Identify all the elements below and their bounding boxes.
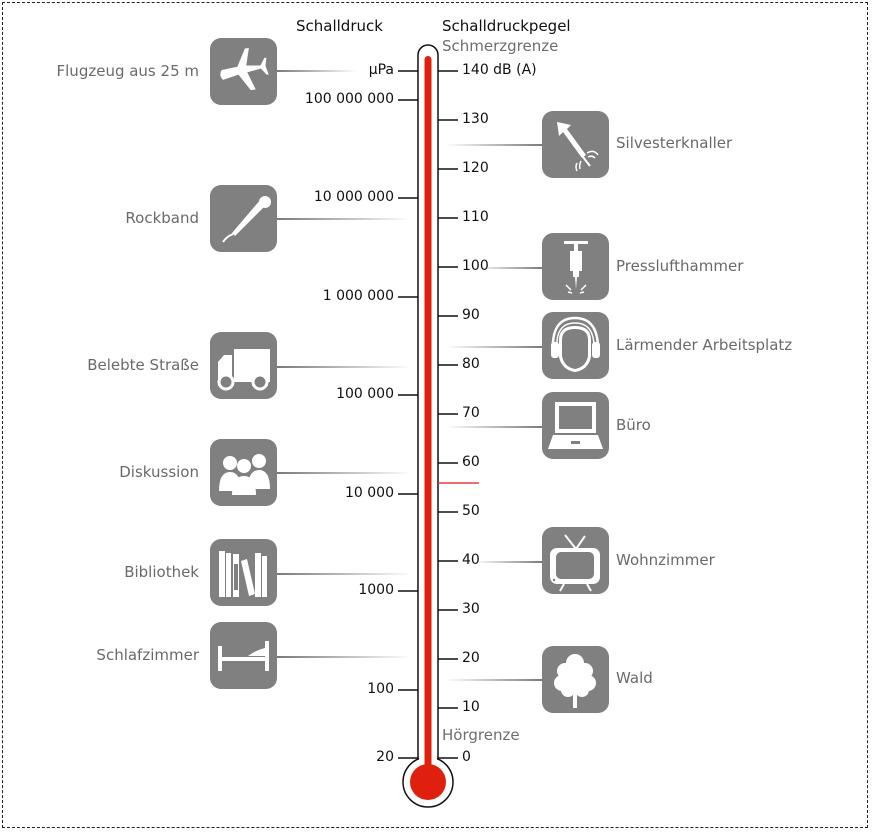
- connector: [445, 426, 542, 428]
- level-tick: 140 dB (A): [462, 62, 537, 78]
- pressure-tick: 10 000 000: [313, 189, 394, 205]
- level-tick: 80: [462, 356, 480, 372]
- pressure-tick: 1000: [358, 582, 394, 598]
- hearing-threshold-label: Hörgrenze: [442, 726, 520, 744]
- level-tick: 20: [462, 650, 480, 666]
- pressure-tick: 100 000: [336, 386, 394, 402]
- level-tick: 90: [462, 307, 480, 323]
- bed-icon: [210, 622, 277, 689]
- level-tick: 0: [462, 749, 471, 765]
- level-tick: 70: [462, 405, 480, 421]
- level-tick: 120: [462, 160, 489, 176]
- item-label-discussion: Diskussion: [119, 463, 199, 481]
- item-label-street: Belebte Straße: [87, 356, 199, 374]
- ear-protection-icon: [542, 312, 609, 379]
- tv-icon: [542, 527, 609, 594]
- item-label-living-room: Wohnzimmer: [616, 551, 715, 569]
- item-label-library: Bibliothek: [124, 563, 199, 581]
- level-tick: 130: [462, 111, 489, 127]
- connector: [277, 366, 412, 368]
- truck-icon: [210, 332, 277, 399]
- laptop-icon: [542, 392, 609, 459]
- level-tick: 50: [462, 503, 480, 519]
- item-label-office: Büro: [616, 416, 651, 434]
- connector: [277, 70, 357, 72]
- firework-rocket-icon: [542, 111, 609, 178]
- item-label-bedroom: Schlafzimmer: [96, 646, 199, 664]
- level-tick: 110: [462, 209, 489, 225]
- level-tick: 10: [462, 699, 480, 715]
- item-label-noisy-workplace: Lärmender Arbeitsplatz: [616, 336, 793, 354]
- pain-threshold-label: Schmerzgrenze: [442, 37, 559, 55]
- connector: [277, 218, 412, 220]
- connector: [475, 267, 542, 269]
- books-icon: [210, 539, 277, 606]
- item-label-firecracker: Silvesterknaller: [616, 134, 733, 152]
- pressure-unit: μPa: [368, 62, 394, 78]
- jackhammer-icon: [542, 233, 609, 300]
- level-tick: 60: [462, 454, 480, 470]
- connector: [475, 561, 542, 563]
- pressure-tick: 100: [367, 681, 394, 697]
- level-tick: 100: [462, 258, 489, 274]
- item-label-airplane: Flugzeug aus 25 m: [56, 62, 199, 80]
- level-tick: 40: [462, 552, 480, 568]
- item-label-jackhammer: Presslufthammer: [616, 257, 744, 275]
- pressure-title: Schalldruck: [296, 17, 383, 35]
- connector: [445, 144, 542, 146]
- pressure-tick: 1 000 000: [322, 288, 394, 304]
- connector: [277, 573, 412, 575]
- level-tick: 30: [462, 601, 480, 617]
- airplane-icon: [210, 38, 277, 105]
- pressure-tick: 20: [376, 749, 394, 765]
- pressure-tick: 10 000: [345, 485, 394, 501]
- connector: [277, 656, 412, 658]
- connector: [445, 679, 542, 681]
- item-label-forest: Wald: [616, 669, 653, 687]
- microphone-icon: [210, 185, 277, 252]
- connector: [277, 472, 412, 474]
- tree-icon: [542, 646, 609, 713]
- item-label-rockband: Rockband: [125, 209, 199, 227]
- level-title: Schalldruckpegel: [442, 17, 571, 35]
- connector: [445, 346, 542, 348]
- pressure-tick: 100 000 000: [304, 91, 394, 107]
- people-icon: [210, 439, 277, 506]
